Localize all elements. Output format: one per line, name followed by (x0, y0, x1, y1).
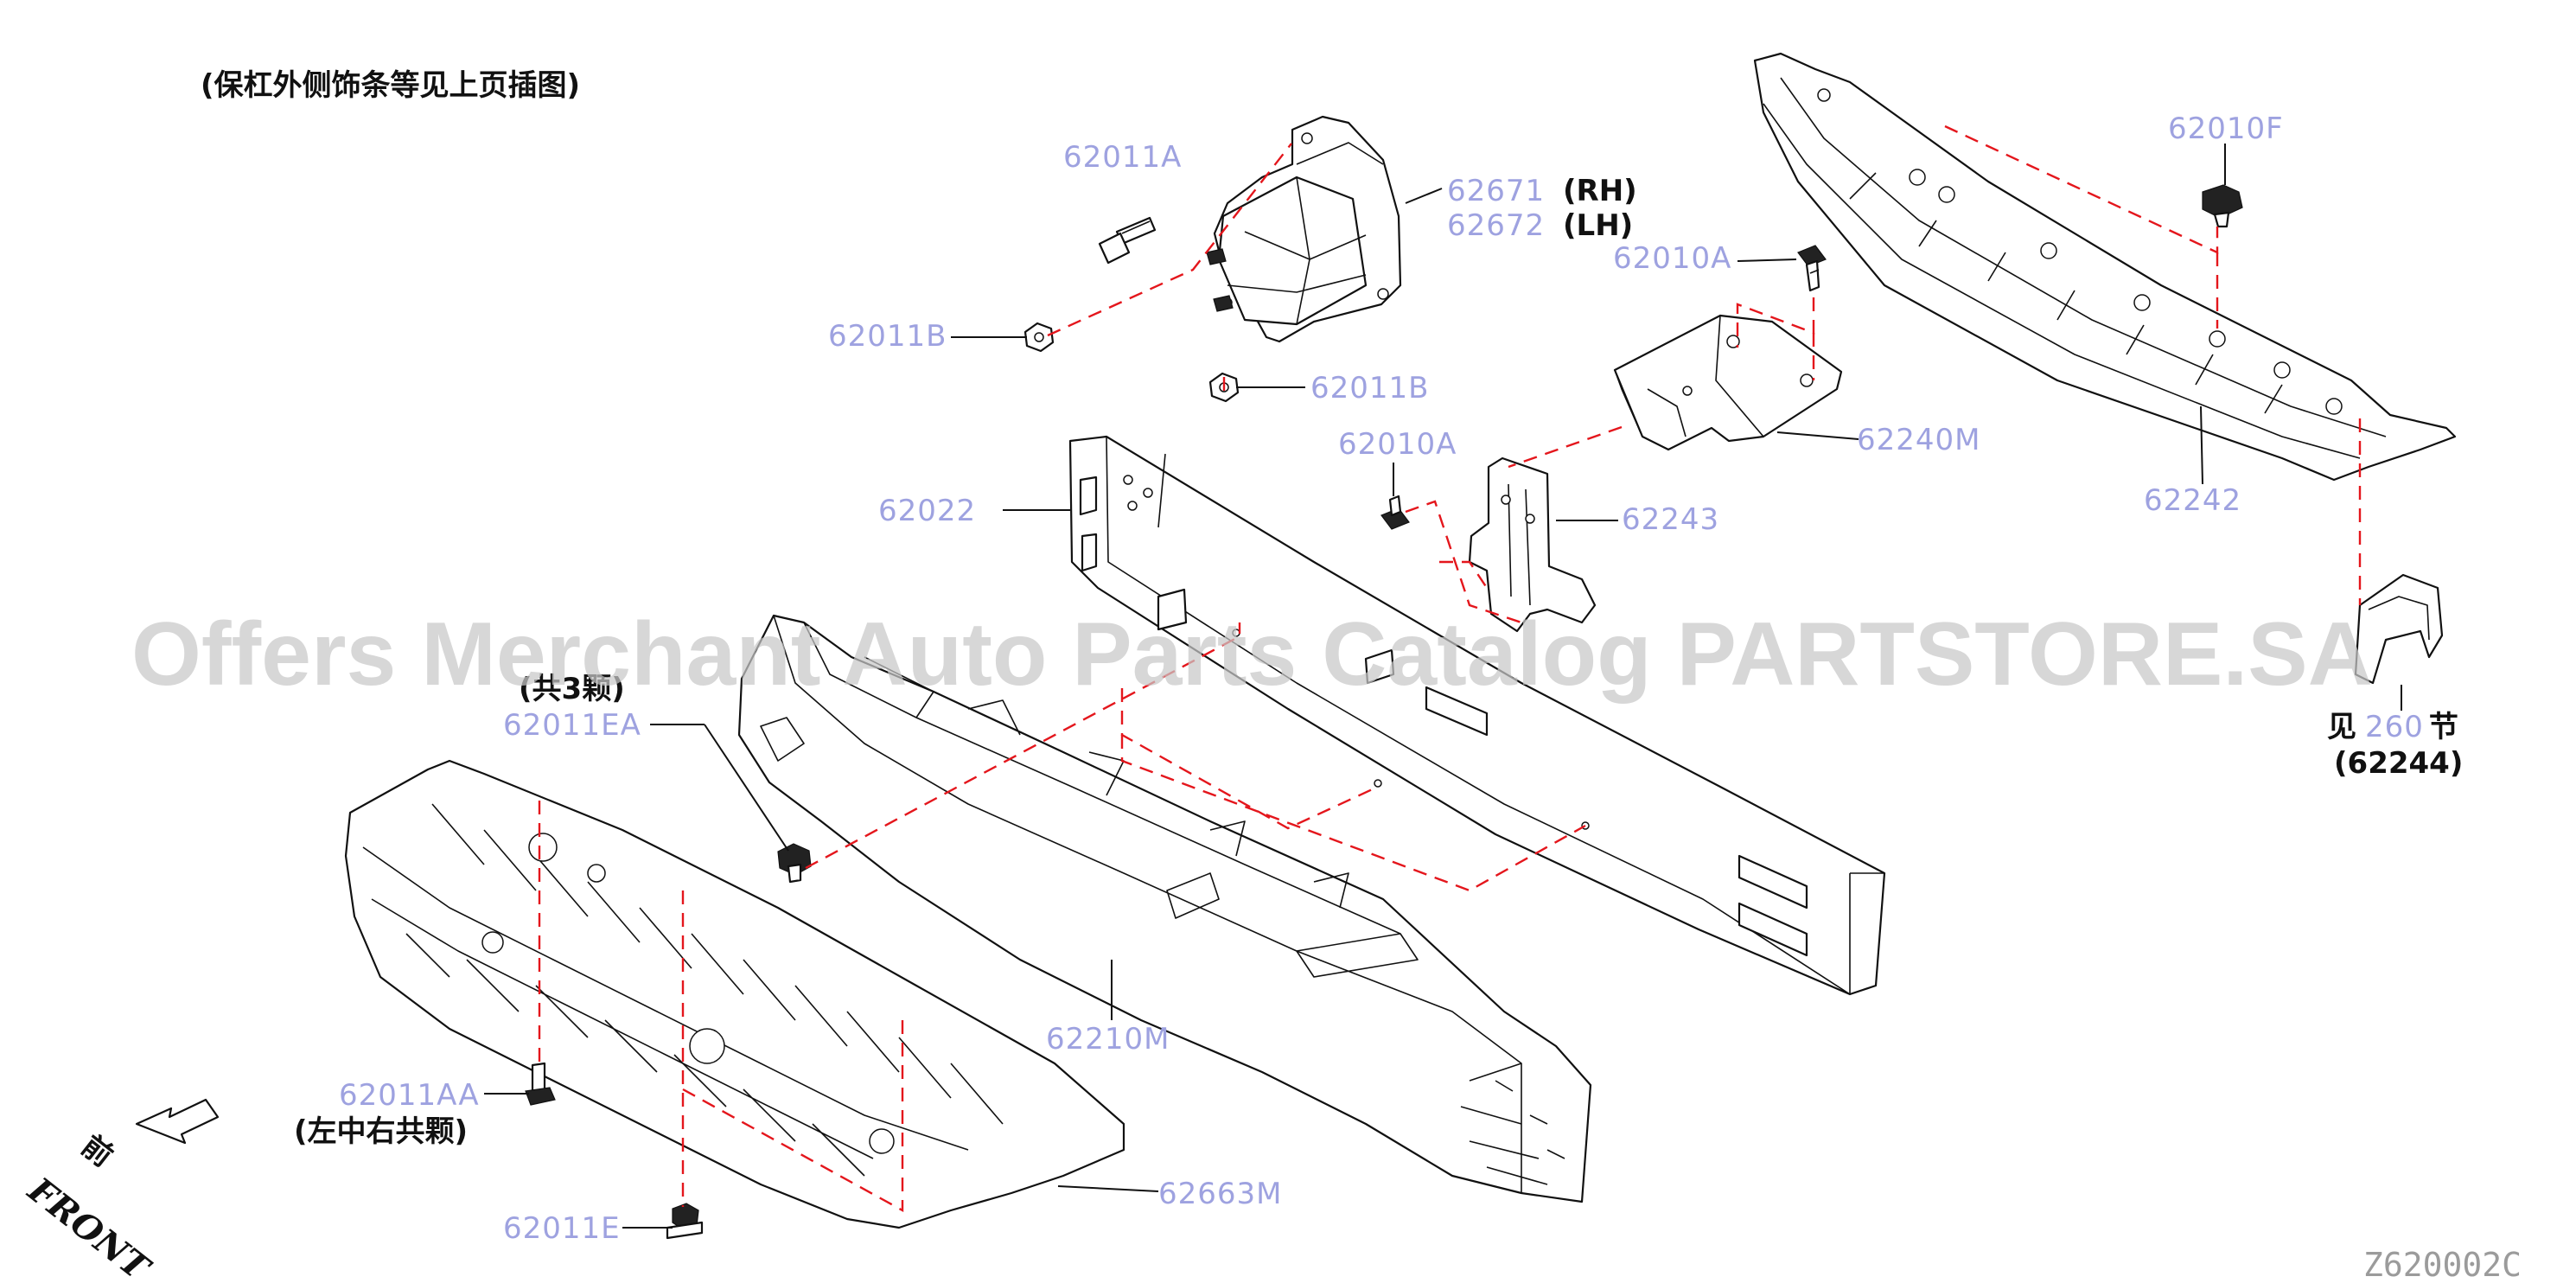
front-indicator: 前 FRONT (20, 1098, 220, 1283)
bolt-62010A-mid[interactable] (1380, 495, 1410, 530)
label-rh: (RH) (1563, 174, 1637, 208)
label-lh: (LH) (1563, 208, 1633, 243)
note-see-prefix: 见 (2327, 710, 2356, 744)
label-62010A-top[interactable]: 62010A (1613, 241, 1731, 276)
front-label-chinese: 前 (74, 1129, 118, 1174)
bracket-62244[interactable] (2354, 573, 2444, 685)
label-62671[interactable]: 62671 (1447, 174, 1545, 208)
sensor-unit-62671[interactable] (1206, 115, 1402, 343)
clip-62011E[interactable] (666, 1203, 704, 1240)
bracket-62243[interactable] (1468, 456, 1597, 633)
clip-62010F[interactable] (2202, 184, 2243, 228)
watermark: Offers Merchant Auto Parts Catalog PARTS… (131, 604, 2373, 705)
upper-bracket-62242[interactable] (1753, 52, 2457, 482)
label-62240M[interactable]: 62240M (1857, 423, 1981, 457)
bolt-62010A-top[interactable] (1797, 245, 1827, 292)
nut-62011B-left[interactable] (1023, 322, 1055, 353)
label-62010A-mid[interactable]: 62010A (1338, 427, 1457, 462)
front-label-english: FRONT (20, 1169, 159, 1283)
bolt-62011A[interactable] (1098, 216, 1157, 265)
label-62022[interactable]: 62022 (878, 494, 976, 528)
energy-absorber-62210M[interactable] (737, 614, 1592, 1203)
label-62011E[interactable]: 62011E (503, 1211, 621, 1246)
front-arrow-icon (135, 1098, 220, 1145)
bracket-62240M[interactable] (1613, 314, 1843, 451)
clip-62011EA[interactable] (777, 843, 812, 884)
dashed-reference-lines (538, 124, 2362, 1213)
label-62010F[interactable]: 62010F (2168, 112, 2284, 146)
label-62011AA[interactable]: 62011AA (339, 1078, 480, 1113)
note-section-number[interactable]: 260 (2365, 710, 2424, 744)
reinforcement-beam-62022[interactable] (1068, 435, 1886, 996)
leader-lines (484, 144, 2402, 1229)
label-62210M[interactable]: 62210M (1046, 1022, 1170, 1056)
diagram-heading: (保杠外侧饰条等见上页插图) (201, 68, 580, 103)
bolt-62011AA[interactable] (525, 1062, 556, 1106)
label-62672[interactable]: 62672 (1447, 208, 1545, 243)
note-qty-lcr: (左中右共颗) (294, 1114, 468, 1149)
label-62663M[interactable]: 62663M (1158, 1177, 1283, 1211)
label-62242[interactable]: 62242 (2144, 483, 2241, 518)
diagram-code: Z620002C (2363, 1246, 2522, 1283)
note-see-part: (62244) (2334, 746, 2463, 781)
label-62011EA[interactable]: 62011EA (503, 708, 641, 743)
label-62011A[interactable]: 62011A (1063, 140, 1182, 175)
label-62011B-right[interactable]: 62011B (1310, 371, 1429, 405)
note-qty-3: (共3颗) (519, 672, 625, 706)
label-62243[interactable]: 62243 (1622, 502, 1719, 537)
label-62011B-left[interactable]: 62011B (828, 319, 947, 354)
note-see-suffix: 节 (2429, 710, 2458, 744)
